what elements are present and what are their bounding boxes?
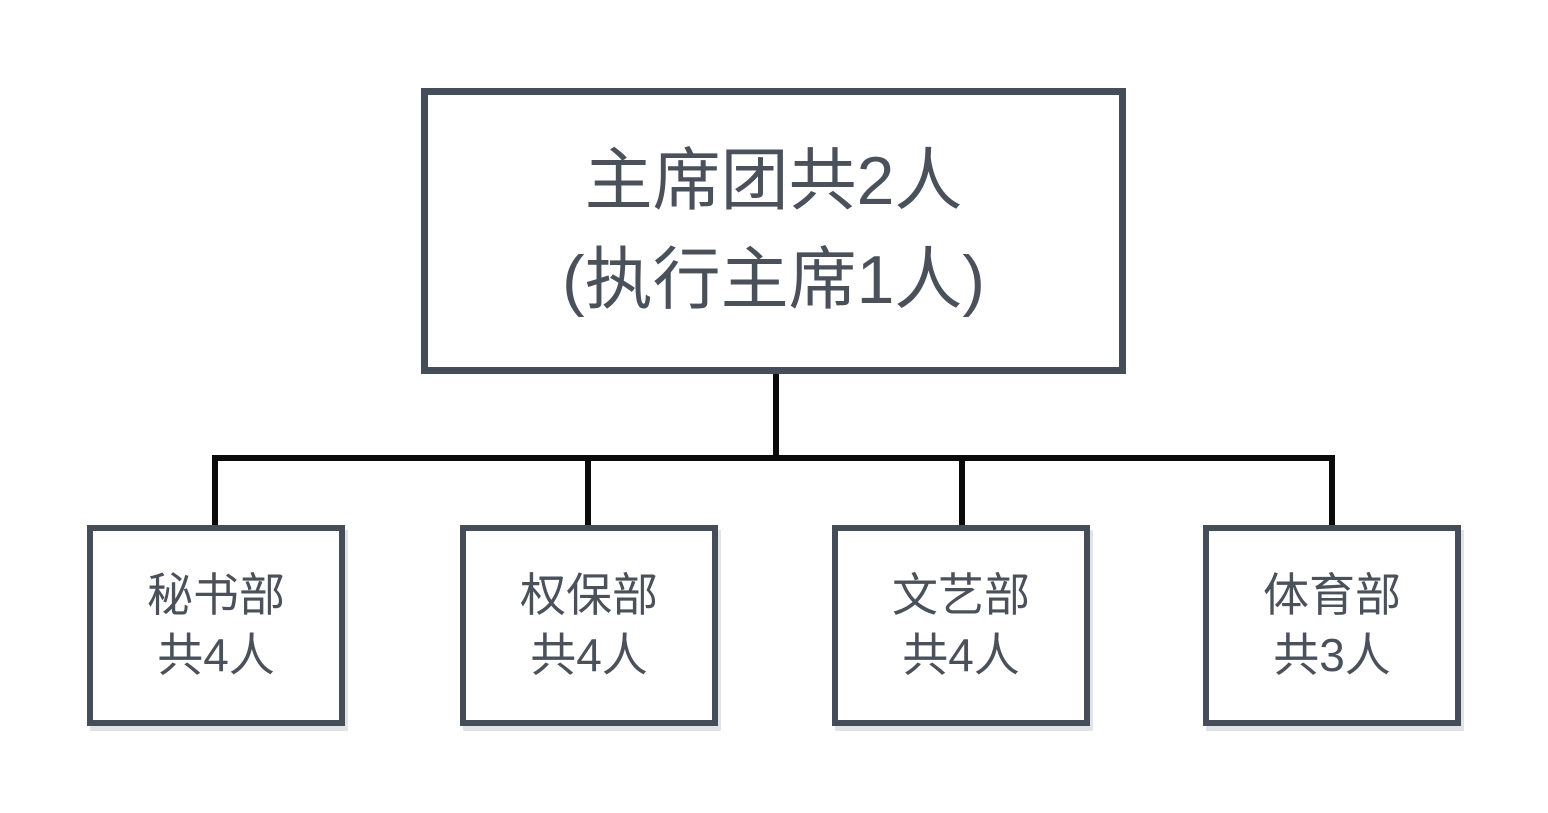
- org-node-presidium-title: 主席团共2人: [584, 142, 963, 219]
- connector-drop-line-3: [959, 455, 965, 525]
- org-node-headcount: 共4人: [530, 628, 648, 681]
- connector-trunk-line: [773, 373, 779, 457]
- org-node-headcount: 共4人: [157, 628, 275, 681]
- connector-drop-line-1: [212, 455, 218, 525]
- org-node-presidium-subtitle: (执行主席1人): [561, 242, 986, 318]
- org-node-name: 秘书部: [147, 568, 285, 621]
- org-node-name: 文艺部: [892, 568, 1030, 621]
- org-node-secretariat: 秘书部 共4人: [87, 525, 345, 726]
- org-node-headcount: 共3人: [1273, 628, 1391, 681]
- org-node-name: 体育部: [1263, 568, 1401, 621]
- connector-drop-line-2: [585, 455, 591, 525]
- org-node-presidium: 主席团共2人 (执行主席1人): [421, 88, 1126, 374]
- connector-horizontal-rail: [212, 455, 1335, 461]
- org-node-name: 权保部: [520, 568, 658, 621]
- org-node-rights-protection: 权保部 共4人: [460, 525, 718, 726]
- connector-drop-line-4: [1329, 455, 1335, 525]
- org-node-headcount: 共4人: [902, 628, 1020, 681]
- org-node-sports: 体育部 共3人: [1203, 525, 1461, 726]
- org-node-arts: 文艺部 共4人: [832, 525, 1090, 726]
